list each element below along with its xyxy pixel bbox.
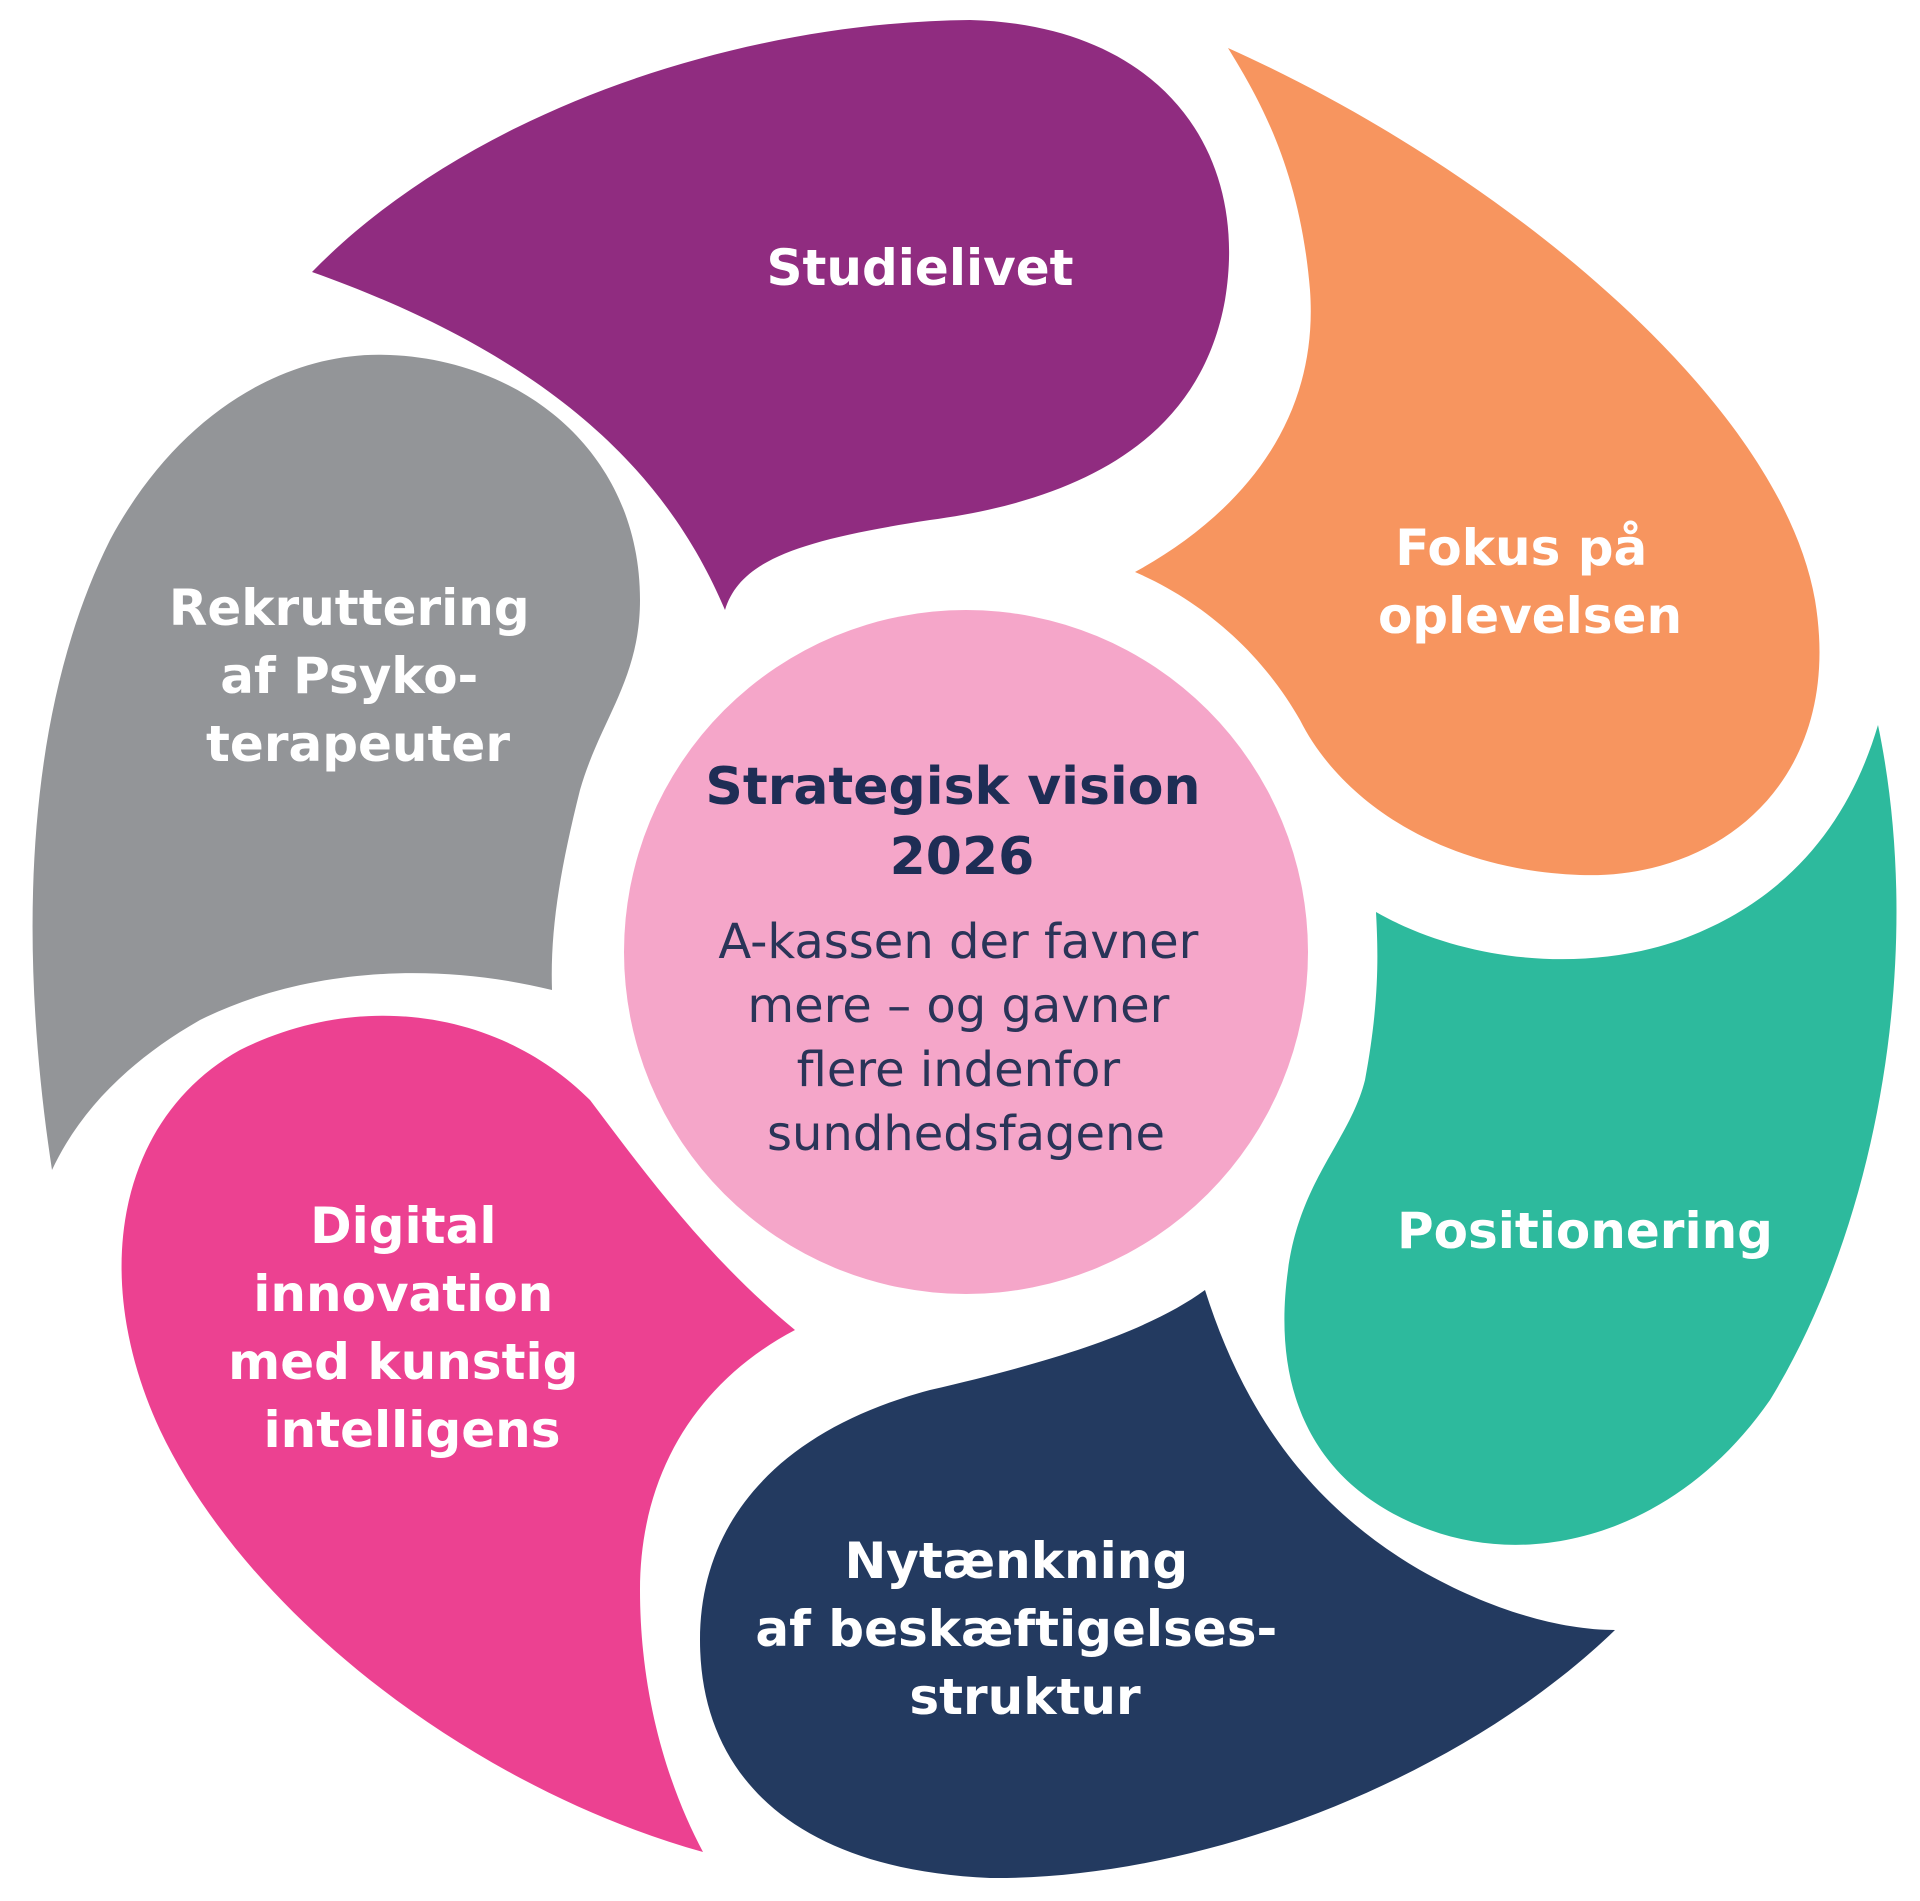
petal-rekruttering: Rekruttering af Psyko- terapeuter (32, 354, 641, 1170)
petal-label-positionering-line-1: Positionering (1397, 1202, 1773, 1260)
petal-label-nytaenkning-line-3: struktur (909, 1668, 1141, 1726)
svg-text:Rekruttering af Psyko-: Rekruttering af Psyko- terapeuter (169, 579, 547, 773)
petal-label-rekruttering-line-1: Rekruttering (169, 579, 530, 637)
center-body-line-4: sundhedsfagene (767, 1106, 1165, 1162)
center-title-line-1: Strategisk vision (705, 757, 1200, 817)
petal-shape-digital (121, 1015, 795, 1852)
svg-text:Strategisk vision 2026: Strategisk vision 2026 (705, 757, 1218, 887)
petal-shape-rekruttering (32, 354, 641, 1170)
svg-text:Nytænkning af beskæftige: Nytænkning af beskæftigelses- struktur (755, 1532, 1294, 1726)
center-vision: Strategisk vision 2026 A-kassen der favn… (624, 610, 1308, 1294)
petal-label-rekruttering-line-3: terapeuter (206, 715, 510, 773)
petal-label-rekruttering-line-2: af Psyko- (220, 647, 478, 705)
center-body-line-3: flere indenfor (797, 1042, 1121, 1098)
petal-label-digital-line-1: Digital (310, 1197, 496, 1255)
center-circle (624, 610, 1308, 1294)
center-title-line-2: 2026 (890, 827, 1035, 887)
svg-text:Positionering: Positionering (1397, 1202, 1773, 1260)
svg-text:Fokus på oplevelsen: Fokus på oplevelsen (1378, 519, 1682, 645)
petal-shape-positionering (1284, 725, 1897, 1545)
petal-label-fokus-line-1: Fokus på (1395, 519, 1647, 577)
petal-studielivet: Studielivet (312, 20, 1230, 610)
petal-label-nytaenkning-line-1: Nytænkning (844, 1532, 1188, 1590)
center-body-line-1: A-kassen der favner (718, 914, 1198, 970)
petal-shape-nytaenkning (700, 1290, 1615, 1879)
petal-fokus: Fokus på oplevelsen (1135, 48, 1820, 876)
petal-digital: Digital innovation med kunstig intellige… (121, 1015, 795, 1852)
petal-shape-fokus (1135, 48, 1820, 876)
petal-nytaenkning: Nytænkning af beskæftigelses- struktur (700, 1290, 1615, 1879)
petal-label-digital-line-2: innovation (253, 1265, 553, 1323)
svg-text:Digital innovation: Digital innovation med kunstig intellige… (228, 1197, 596, 1459)
svg-text:A-kassen der favner mere: A-kassen der favner mere – og gavner fle… (718, 914, 1213, 1162)
petal-label-fokus-line-2: oplevelsen (1378, 587, 1682, 645)
petal-label-nytaenkning-line-2: af beskæftigelses- (755, 1600, 1277, 1658)
petal-label-digital-line-3: med kunstig (228, 1333, 578, 1391)
petal-positionering: Positionering (1284, 725, 1897, 1545)
center-body-line-2: mere – og gavner (747, 978, 1169, 1034)
petal-shape-studielivet (312, 20, 1230, 610)
petal-label-digital-line-4: intelligens (263, 1401, 560, 1459)
petal-label-studielivet-line-1: Studielivet (766, 239, 1073, 297)
svg-text:Studielivet: Studielivet (766, 239, 1073, 297)
